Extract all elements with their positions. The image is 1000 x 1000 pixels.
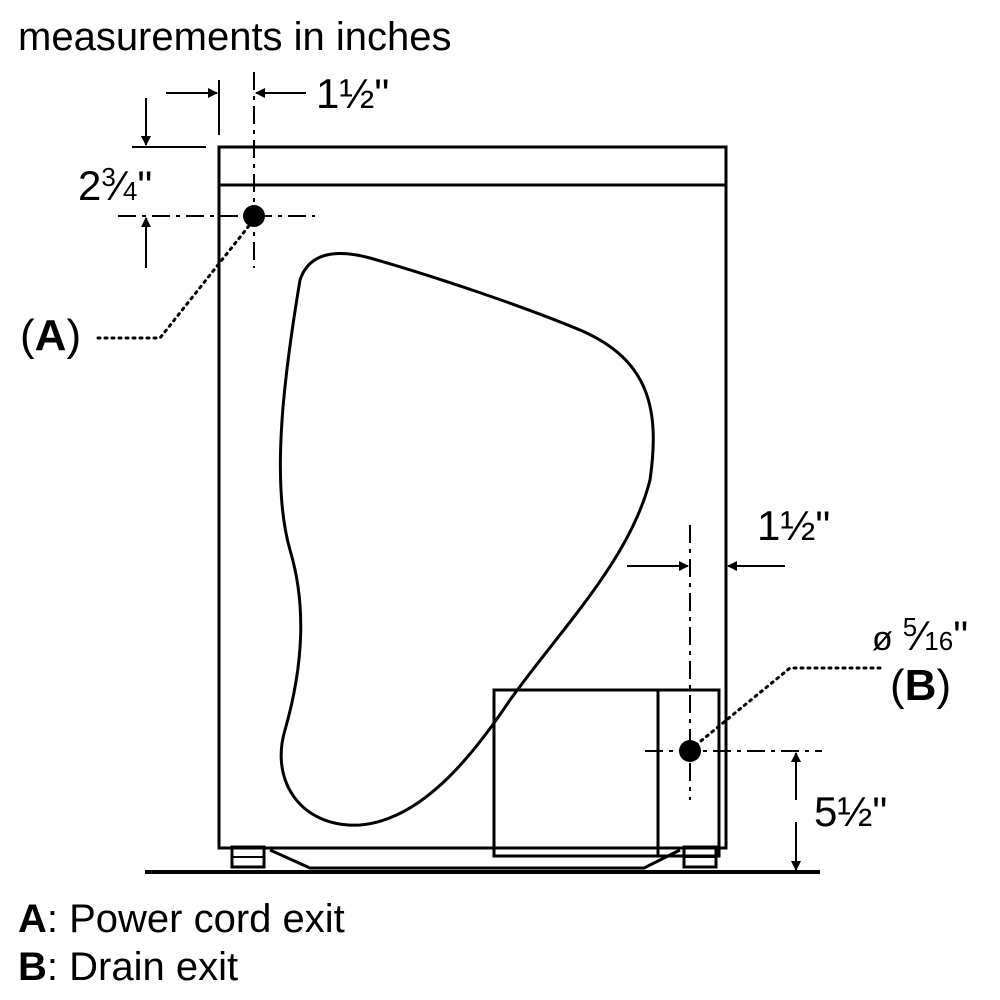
drain-box [492,688,721,858]
callout-b-label: (B) [890,661,951,710]
legend: A: Power cord exit B: Drain exit [18,897,345,989]
power-cord-exit-point [243,205,265,227]
dimension-b-vertical-label: 5½" [814,788,887,835]
callout-a-leader [96,220,254,340]
dimension-a-horizontal-label: 1½" [316,70,389,117]
dimension-a-vertical [132,98,206,268]
dimension-a-horizontal [166,80,306,135]
feet [230,845,718,869]
dimension-b-horizontal-label: 1½" [757,502,830,549]
diagram-title: measurements in inches [18,15,452,59]
base-plate [269,848,681,870]
callout-b-leader [694,666,882,747]
centerlines-a [118,72,315,268]
appliance-outline [217,145,728,850]
appliance-body [217,145,728,870]
dimension-a-vertical-label: 23⁄4" [78,162,152,209]
legend-item-b: B: Drain exit [18,945,238,989]
callout-a-label: (A) [20,311,81,360]
legend-item-a: A: Power cord exit [18,897,345,941]
back-panel-shape [278,252,655,827]
